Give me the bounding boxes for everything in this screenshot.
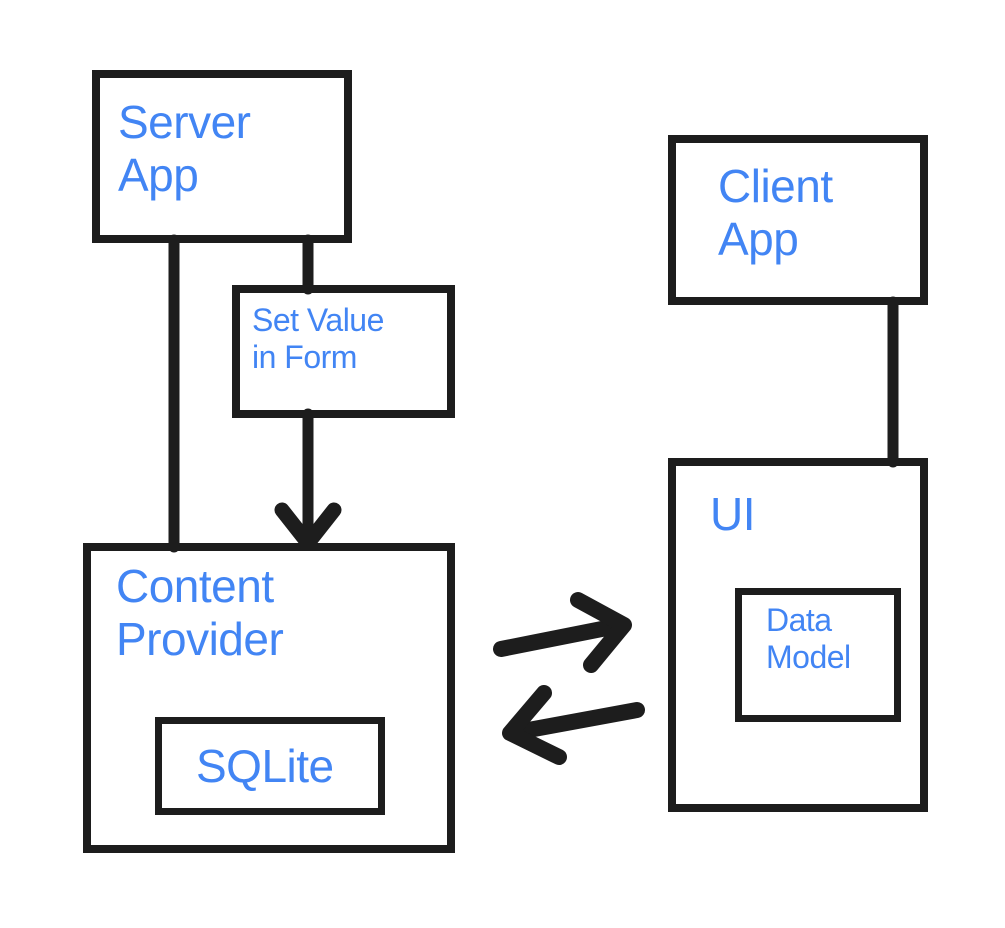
node-data-model-label: Data Model	[766, 602, 851, 675]
node-client-app[interactable]	[668, 135, 928, 305]
node-data-model[interactable]	[735, 588, 901, 722]
arrowhead-content-provider-to-ui	[570, 592, 632, 673]
node-server-app[interactable]	[92, 70, 352, 243]
node-client-app-label: Client App	[718, 160, 833, 265]
arrowhead-ui-to-content-provider	[502, 685, 567, 765]
node-set-value-in-form-label: Set Value in Form	[252, 302, 384, 375]
node-ui[interactable]	[668, 458, 928, 812]
node-sqlite-label: SQLite	[196, 740, 334, 792]
node-content-provider[interactable]	[83, 543, 455, 853]
node-ui-label: UI	[710, 488, 756, 540]
connector-ui-to-content-provider	[515, 702, 645, 739]
node-sqlite[interactable]	[155, 717, 385, 815]
node-server-app-label: Server App	[118, 96, 251, 201]
node-content-provider-label: Content Provider	[116, 560, 284, 665]
node-set-value-in-form[interactable]	[232, 285, 455, 418]
connector-content-provider-to-ui	[493, 619, 620, 657]
